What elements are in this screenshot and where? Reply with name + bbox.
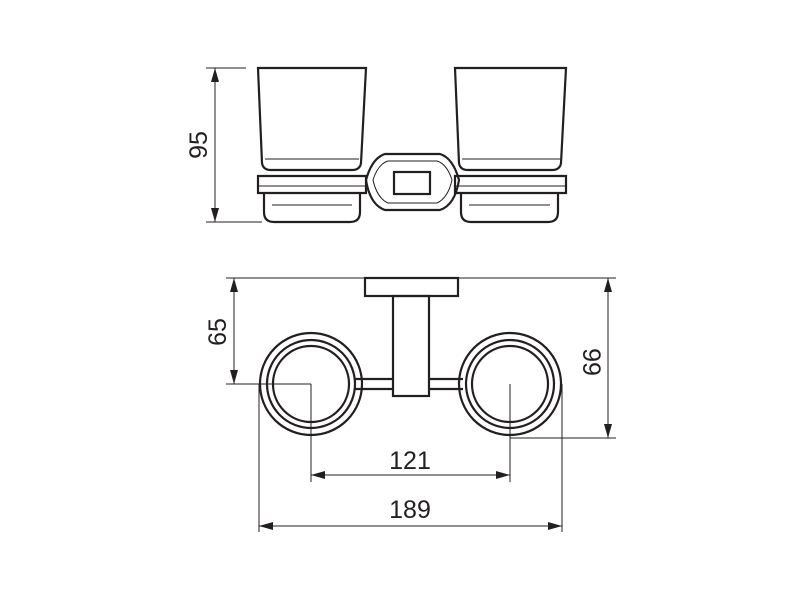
dimension-depth-total: 99: [458, 277, 616, 439]
top-view: 65 99 121 189: [204, 276, 616, 532]
dimension-height: 95: [185, 67, 262, 223]
dimension-95-label: 95: [185, 131, 213, 159]
right-tumbler: [453, 66, 568, 224]
stem: [391, 294, 431, 398]
center-bracket: [364, 152, 461, 212]
dimension-189-label: 189: [389, 496, 431, 524]
front-view: 95: [185, 66, 568, 224]
dimension-65-label: 65: [204, 318, 232, 346]
dimension-depth-center: 65: [204, 277, 365, 385]
dimension-99-label: 99: [577, 348, 605, 376]
dimension-width-total: 189: [259, 496, 562, 530]
dimension-121-label: 121: [389, 447, 431, 475]
wall-plate: [363, 276, 460, 298]
dimension-center-distance: 121: [311, 447, 510, 479]
left-tumbler: [256, 66, 368, 224]
